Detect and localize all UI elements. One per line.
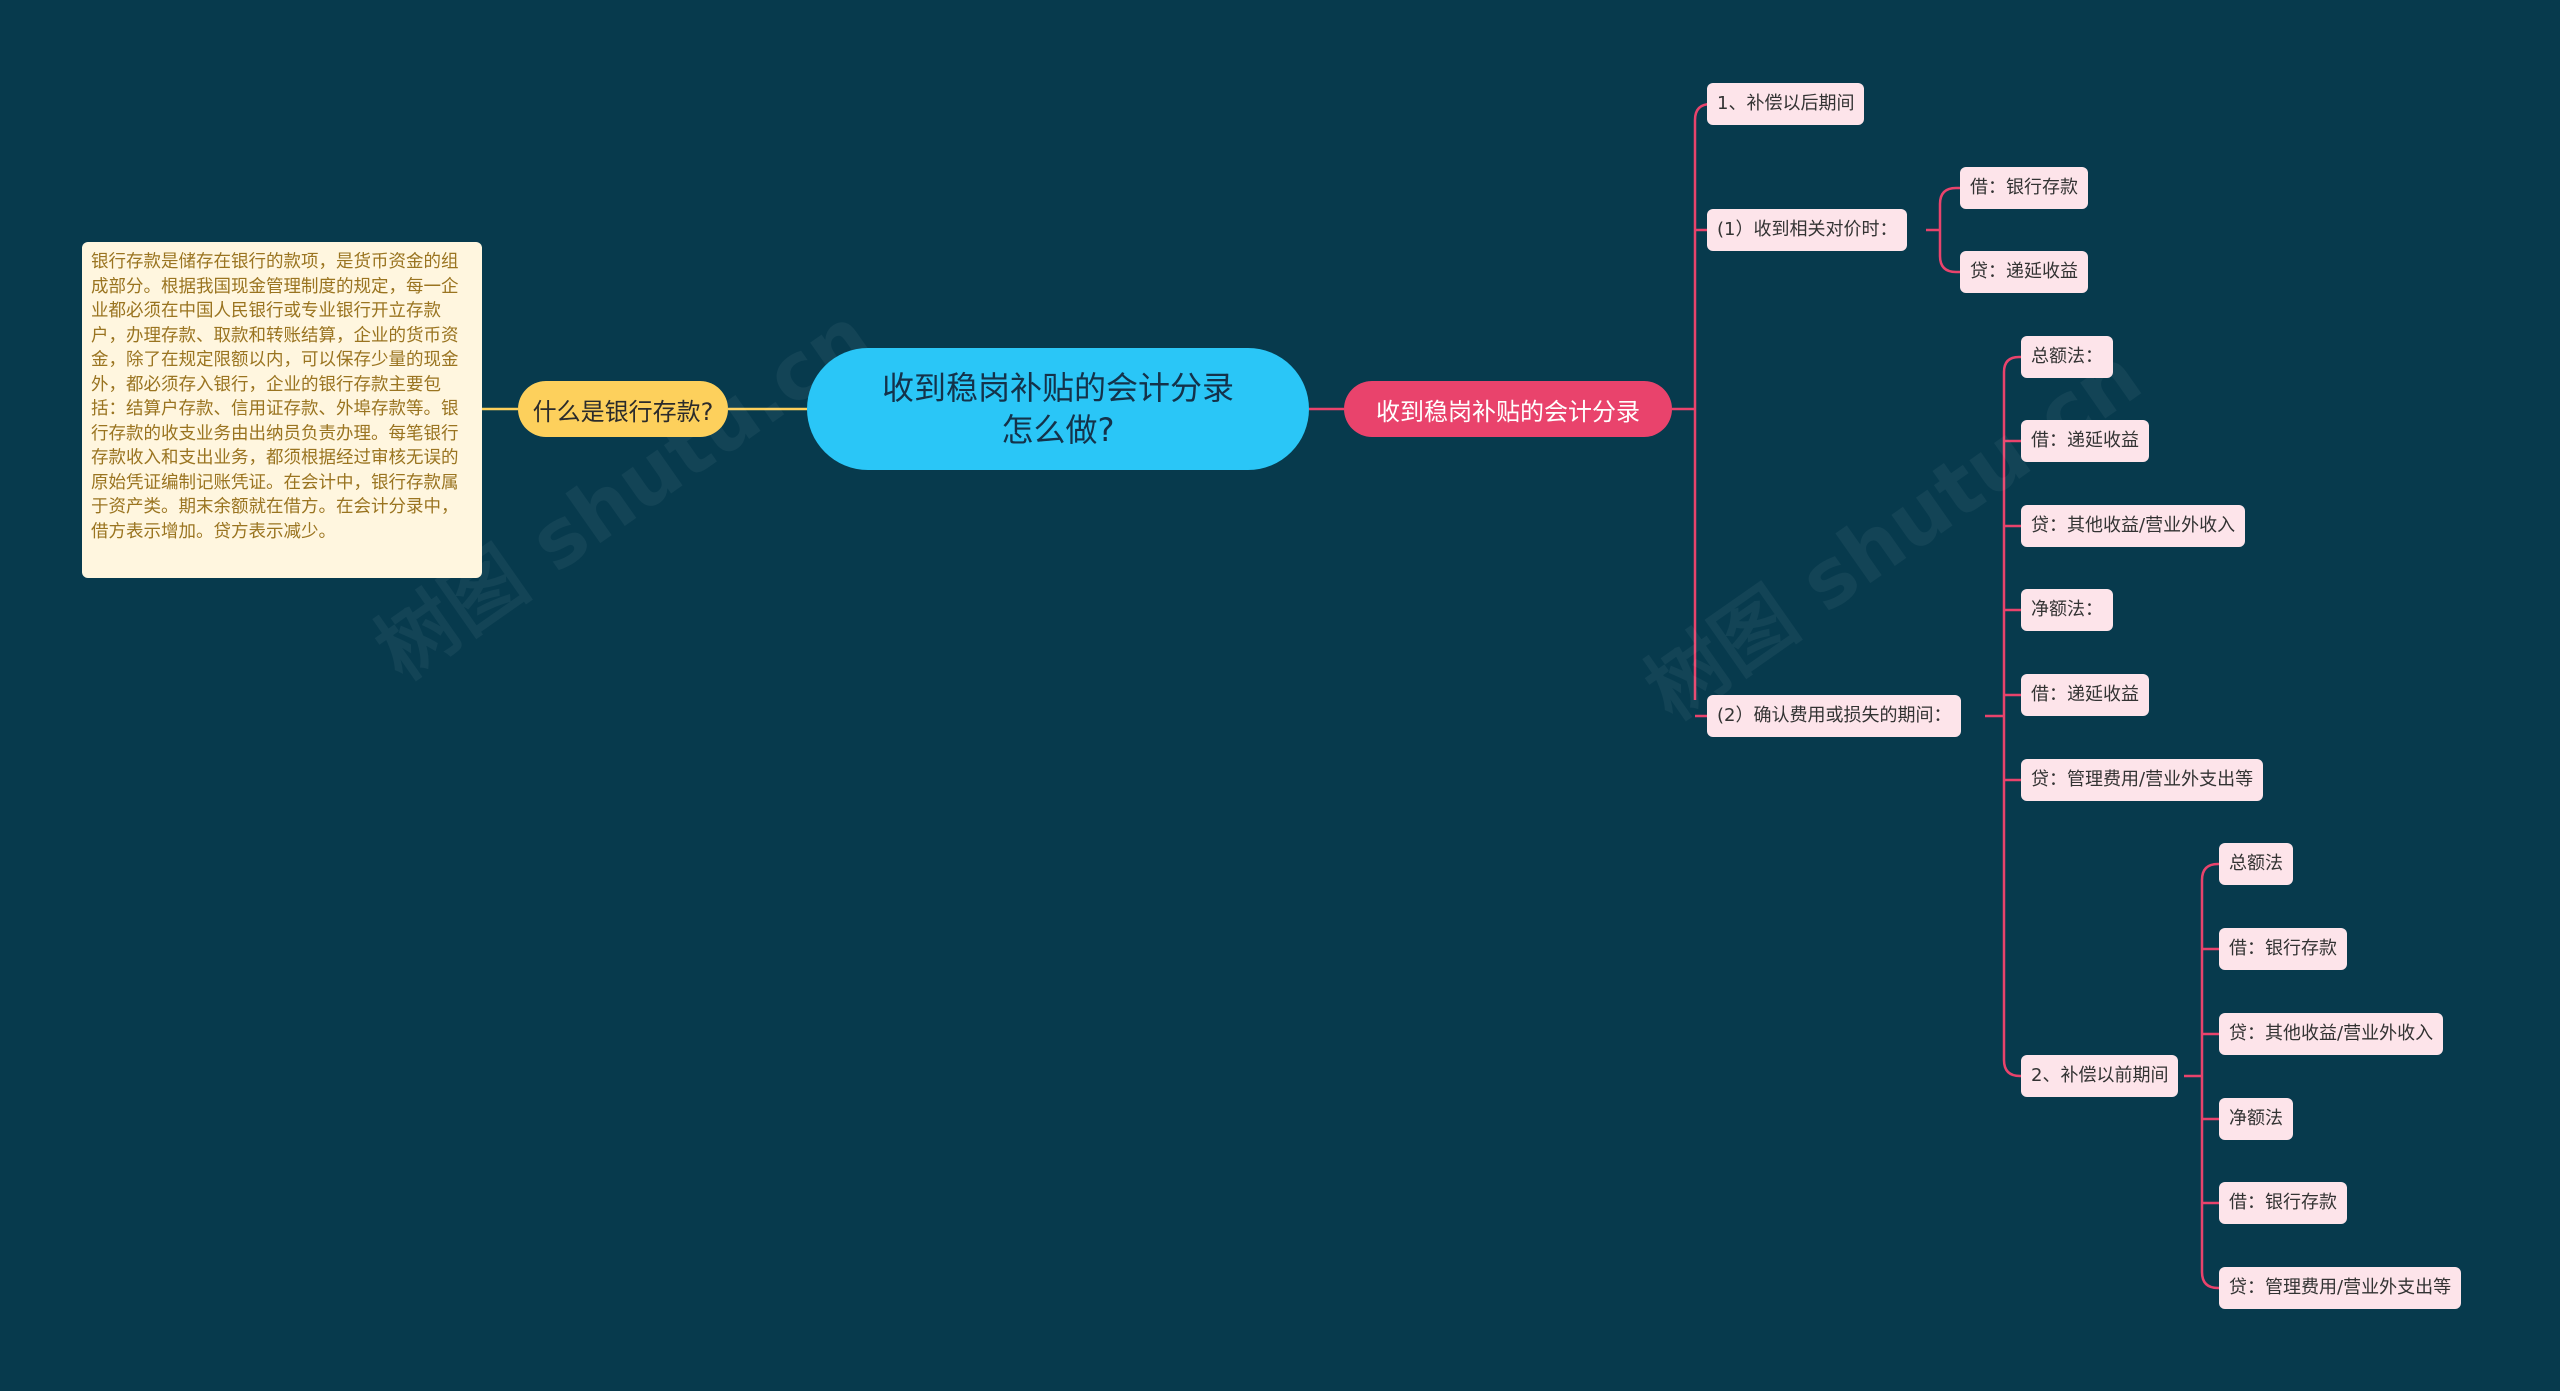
leaf-confirm-item[interactable]: 借：递延收益 [2021,420,2149,462]
leaf-before-item[interactable]: 贷：其他收益/营业外收入 [2219,1013,2444,1055]
bank-deposit-note[interactable]: 银行存款是储存在银行的款项，是货币资金的组成部分。根据我国现金管理制度的规定，每… [82,242,482,578]
root-topic[interactable]: 收到稳岗补贴的会计分录 怎么做? [807,348,1309,470]
topic-receive-consideration[interactable]: (1）收到相关对价时： [1707,209,1908,251]
leaf-confirm-item[interactable]: 借：递延收益 [2021,674,2149,716]
leaf-before-item[interactable]: 总额法 [2219,843,2293,885]
leaf-receive-debit[interactable]: 借：银行存款 [1960,167,2088,209]
topic-what-is-bank-deposit[interactable]: 什么是银行存款? [518,381,728,437]
root-topic-line1: 收到稳岗补贴的会计分录 [881,369,1234,407]
leaf-before-item[interactable]: 借：银行存款 [2219,928,2347,970]
leaf-confirm-item[interactable]: 贷：其他收益/营业外收入 [2021,505,2246,547]
root-topic-line2: 怎么做? [1001,411,1115,449]
topic-accounting-entries[interactable]: 收到稳岗补贴的会计分录 [1344,381,1672,437]
topic-period-after[interactable]: 1、补偿以后期间 [1707,83,1865,125]
leaf-before-item[interactable]: 借：银行存款 [2219,1182,2347,1224]
leaf-before-item[interactable]: 贷：管理费用/营业外支出等 [2219,1267,2462,1309]
leaf-before-item[interactable]: 净额法 [2219,1098,2293,1140]
leaf-receive-credit[interactable]: 贷：递延收益 [1960,251,2088,293]
topic-period-before[interactable]: 2、补偿以前期间 [2021,1055,2179,1097]
topic-confirm-period[interactable]: (2）确认费用或损失的期间： [1707,695,1962,737]
leaf-confirm-item[interactable]: 贷：管理费用/营业外支出等 [2021,759,2264,801]
leaf-confirm-item[interactable]: 净额法： [2021,589,2113,631]
leaf-confirm-item[interactable]: 总额法： [2021,336,2113,378]
